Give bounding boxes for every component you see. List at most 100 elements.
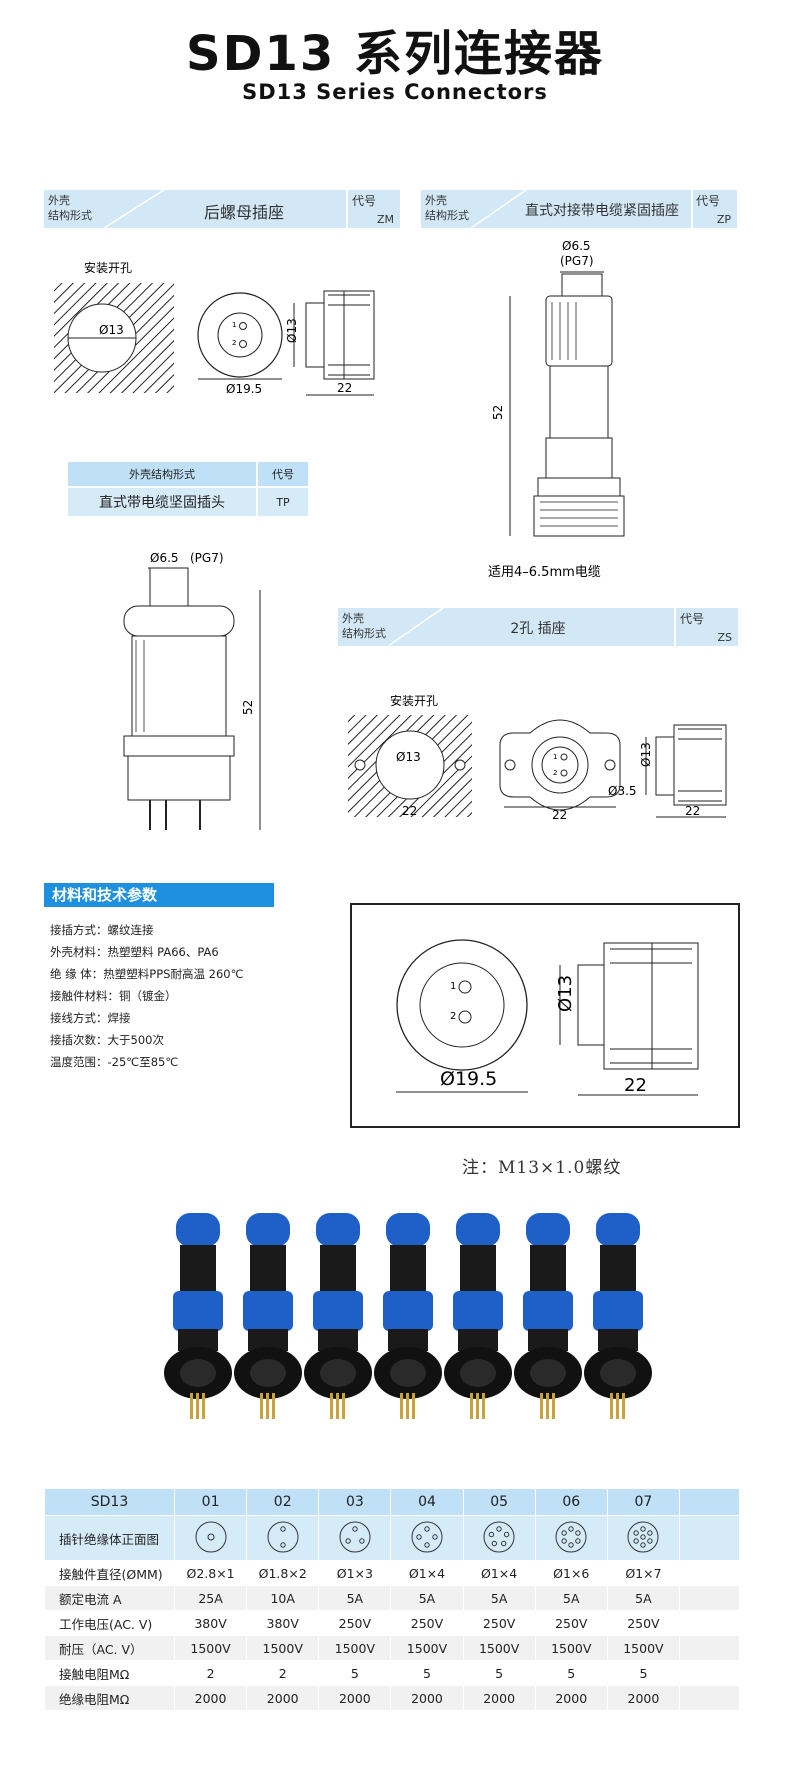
zp-label1: 外壳 — [425, 194, 447, 207]
spec-cell: 2000 — [390, 1685, 464, 1711]
connector-7 — [584, 1213, 652, 1419]
spec-cell: Ø1×7 — [606, 1560, 681, 1586]
zs-hole-dia: Ø13 — [396, 750, 421, 764]
spec-cell: Ø1×4 — [462, 1560, 536, 1586]
materials-line: 外壳材料：热塑塑料 PA66、PA6 — [50, 945, 219, 959]
detail-drawing: 1 2 Ø19.5 Ø13 22 — [396, 939, 699, 1096]
zp-drawing: Ø6.5 (PG7) 52 适用4–6.5mm电缆 — [488, 240, 625, 580]
spec-cell: 2000 — [534, 1685, 608, 1711]
svg-text:1: 1 — [553, 753, 557, 761]
spec-cell: 5A — [606, 1585, 681, 1611]
connector-4 — [374, 1213, 442, 1419]
zs-header: 外壳结构形式 2孔 插座 代号 ZS — [338, 608, 738, 646]
spec-cell: 1500V — [606, 1635, 681, 1661]
tp-length: 52 — [241, 700, 255, 715]
spec-cell: Ø1.8×2 — [246, 1560, 320, 1586]
spec-cell: 2000 — [606, 1685, 681, 1711]
spec-cell: 2 — [246, 1660, 320, 1686]
spec-cell: 5A — [534, 1585, 608, 1611]
zp-name: 直式对接带电缆紧固插座 — [525, 203, 679, 219]
thread-note: 注：M13×1.0螺纹 — [462, 1158, 622, 1178]
tp-col1: 外壳结构形式 — [66, 460, 258, 488]
spec-header-cell: 03 — [318, 1488, 392, 1516]
svg-text:1: 1 — [450, 981, 456, 992]
zm-hole-dia: Ø13 — [99, 323, 124, 337]
spec-cell: Ø2.8×1 — [173, 1560, 248, 1586]
spec-cell: 5 — [606, 1660, 681, 1686]
zm-face-dia: Ø19.5 — [226, 382, 262, 396]
product-photo — [164, 1213, 652, 1419]
detail-side-len: 22 — [624, 1075, 647, 1096]
spec-cell: 1500V — [318, 1635, 392, 1661]
zm-label1: 外壳 — [48, 194, 70, 207]
spec-row-label: 插针绝缘体正面图 — [44, 1515, 175, 1561]
spec-row-label: 额定电流 A — [44, 1585, 175, 1611]
spec-cell: 10A — [246, 1585, 320, 1611]
materials-line: 接触件材料：铜（镀金） — [50, 989, 177, 1003]
zm-code: ZM — [376, 213, 394, 226]
spec-cell: Ø1×6 — [534, 1560, 608, 1586]
tp-drawing: Ø6.5 (PG7) 52 — [123, 551, 261, 830]
spec-cell: 250V — [534, 1610, 608, 1636]
pin-face-icon — [462, 1515, 536, 1561]
spec-cell: 5 — [318, 1660, 392, 1686]
connector-2 — [234, 1213, 302, 1419]
spec-cell: 250V — [318, 1610, 392, 1636]
spec-header-cell: 01 — [173, 1488, 248, 1516]
pin-layout-4 — [411, 1521, 443, 1552]
spec-cell: Ø1×4 — [390, 1560, 464, 1586]
zp-caption: 适用4–6.5mm电缆 — [488, 564, 601, 580]
spec-row-label: 接触件直径(ØMM) — [44, 1560, 175, 1586]
spec-pin-row: 插针绝缘体正面图 — [44, 1515, 740, 1561]
spec-cell: 2000 — [462, 1685, 536, 1711]
spec-cell: 1500V — [390, 1635, 464, 1661]
spec-cell: 25A — [173, 1585, 248, 1611]
spec-cell: 5A — [318, 1585, 392, 1611]
tp-cable-dia: Ø6.5 — [150, 551, 179, 565]
svg-text:2: 2 — [553, 769, 557, 777]
spec-cell: 380V — [246, 1610, 320, 1636]
tp-code: TP — [256, 486, 310, 518]
spec-cell: 380V — [173, 1610, 248, 1636]
spec-cell: 1500V — [534, 1635, 608, 1661]
materials-line: 接插方式：螺纹连接 — [50, 923, 154, 937]
materials-line: 绝 缘 体：热塑塑料PPS耐高温 260℃ — [50, 967, 244, 981]
zm-code-label: 代号 — [352, 194, 377, 208]
spec-row-label: 绝缘电阻MΩ — [44, 1685, 175, 1711]
zp-label2: 结构形式 — [425, 209, 469, 222]
materials-line: 接线方式：焊接 — [50, 1011, 131, 1025]
spec-header-cell: 06 — [534, 1488, 608, 1516]
zs-name: 2孔 插座 — [510, 621, 566, 637]
pin-face-icon — [246, 1515, 320, 1561]
zm-name: 后螺母插座 — [203, 203, 284, 222]
page-subtitle: SD13 Series Connectors — [242, 80, 548, 104]
spec-cell: 2000 — [173, 1685, 248, 1711]
spec-cell: 2000 — [246, 1685, 320, 1711]
zs-label2: 结构形式 — [342, 627, 386, 640]
zs-code: ZS — [717, 631, 732, 644]
zp-cable-dia: Ø6.5 — [562, 240, 591, 253]
tp-col2: 代号 — [256, 460, 310, 488]
svg-text:2: 2 — [232, 339, 236, 347]
spec-header-cell: 04 — [390, 1488, 464, 1516]
zs-drawing: 安装开孔 Ø13 22 1 2 22 Ø3.5 Ø13 22 — [348, 695, 727, 822]
spec-cell: 250V — [462, 1610, 536, 1636]
pin-layout-5 — [483, 1521, 515, 1552]
spec-cell: 5A — [390, 1585, 464, 1611]
zm-header: 外壳结构形式 后螺母插座 代号 ZM — [44, 190, 400, 228]
zp-code: ZP — [716, 213, 731, 226]
zm-label2: 结构形式 — [48, 209, 92, 222]
zm-hole-label: 安装开孔 — [84, 260, 132, 275]
zs-face-w: 22 — [552, 808, 567, 822]
pin-face-icon — [173, 1515, 248, 1561]
connector-5 — [444, 1213, 512, 1419]
spec-cell: 5A — [462, 1585, 536, 1611]
detail-box: 1 2 Ø19.5 Ø13 22 — [350, 903, 740, 1128]
svg-text:2: 2 — [450, 1011, 456, 1022]
spec-cell: Ø1×3 — [318, 1560, 392, 1586]
